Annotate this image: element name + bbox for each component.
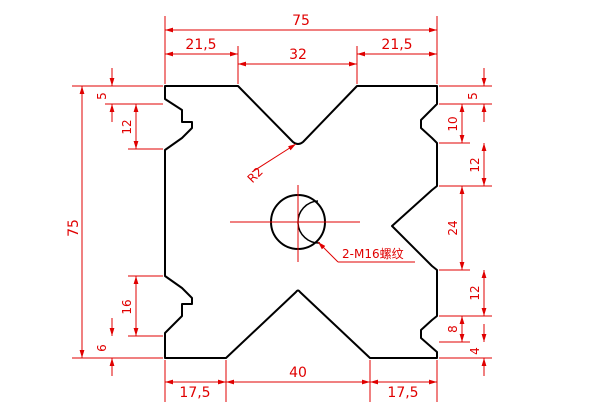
dim-text-right-middle: 24 [446, 220, 460, 235]
dim-text-top-left: 21,5 [185, 37, 216, 53]
dim-text-bottom-right: 17,5 [387, 385, 418, 401]
dim-text-bottom-left: 17,5 [179, 385, 210, 401]
dim-top-overall: 75 [164, 13, 438, 84]
dim-text-top-right: 21,5 [381, 37, 412, 53]
dim-text-left-upper-slot: 12 [120, 119, 134, 134]
dim-top-middle: 32 [238, 46, 358, 84]
dim-left: 75 5 12 16 6 [66, 68, 163, 376]
dim-text-right-top: 5 [466, 92, 480, 100]
radius-label: R2 [245, 165, 266, 186]
dim-text-right-upper-step: 12 [468, 157, 482, 172]
dim-text-top-middle: 32 [289, 47, 307, 63]
dim-bottom: 17,5 40 17,5 [164, 360, 438, 402]
dim-text-left-overall: 75 [66, 219, 82, 237]
dim-text-bottom-middle: 40 [289, 365, 307, 381]
dim-text-left-bottom: 6 [95, 344, 109, 352]
dim-text-top-overall: 75 [292, 13, 310, 29]
dim-right: 5 10 12 24 12 8 4 [439, 68, 492, 376]
dim-text-right-upper-slot: 10 [446, 116, 460, 131]
dim-top-left: 21,5 [165, 37, 239, 84]
dim-text-left-lower-slot: 16 [120, 299, 134, 314]
dim-text-right-lower-slot: 8 [446, 325, 460, 333]
dim-text-right-bottom: 4 [468, 347, 482, 355]
dim-text-left-top: 5 [95, 92, 109, 100]
dim-text-right-lower-step: 12 [468, 285, 482, 300]
radius-callout: R2 [245, 143, 297, 186]
thread-callout: 2-M16螺纹 [317, 241, 415, 263]
thread-label: 2-M16螺纹 [342, 247, 404, 261]
profile-outline [164, 85, 438, 359]
dim-top-right: 21,5 [357, 37, 437, 57]
